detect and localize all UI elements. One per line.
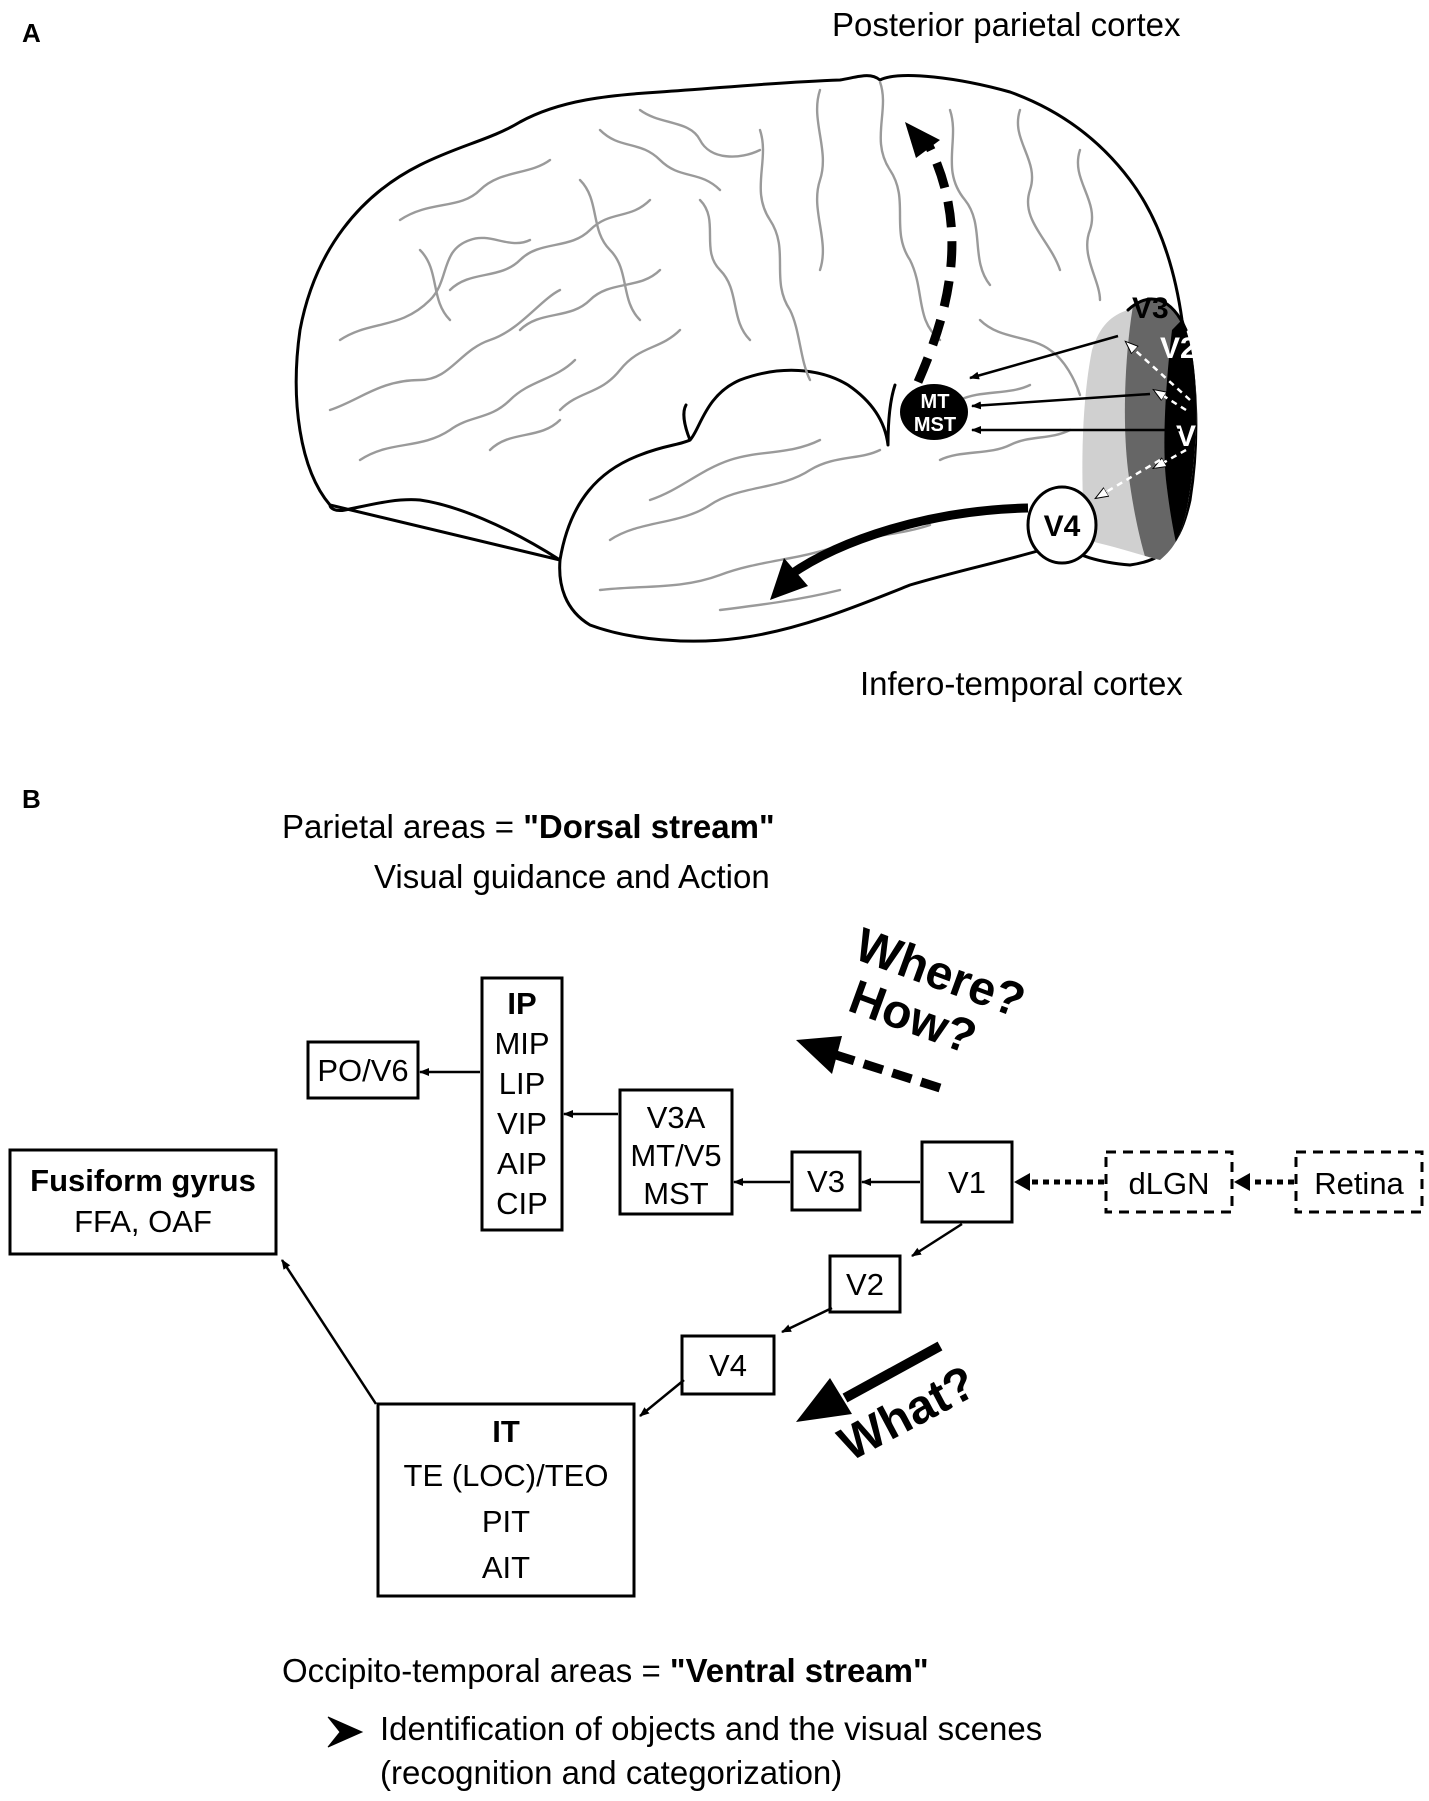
dorsal-stream-arrowhead xyxy=(905,122,940,158)
box-v2-label: V2 xyxy=(846,1267,884,1302)
box-v2 xyxy=(828,1254,902,1314)
box-retina-label: Retina xyxy=(1314,1166,1404,1201)
area-v2-label: V2 xyxy=(1160,332,1197,365)
area-mt-mst-blob xyxy=(900,384,968,440)
box-mst-label: MST xyxy=(643,1176,709,1211)
area-v4-oval xyxy=(1026,485,1098,565)
box-mip-label: MIP xyxy=(494,1026,549,1061)
infero-temporal-label: Infero-temporal cortex xyxy=(860,665,1183,702)
arrow-v1-to-v2 xyxy=(911,1222,963,1258)
arrow-it-to-fusiform xyxy=(280,1259,378,1405)
ventral-stream-title: Occipito-temporal areas = "Ventral strea… xyxy=(282,1652,929,1689)
gyri-pattern xyxy=(328,80,1102,612)
bullet-arrow-icon xyxy=(327,1716,364,1748)
box-it xyxy=(376,1402,636,1598)
box-ip xyxy=(480,976,564,1232)
box-dlgn-label: dLGN xyxy=(1129,1166,1210,1201)
where-how-arrow xyxy=(834,1050,942,1093)
box-aip-label: AIP xyxy=(497,1146,547,1181)
dorsal-stream-title: Parietal areas = "Dorsal stream" xyxy=(282,808,775,845)
arrow-retina-to-dlgn-head xyxy=(1234,1173,1250,1191)
box-po-v6-label: PO/V6 xyxy=(317,1053,408,1088)
box-ait-label: AIT xyxy=(482,1550,530,1585)
ventral-title-bold: "Ventral stream" xyxy=(670,1652,929,1689)
area-v1-label: V1 xyxy=(1176,420,1213,453)
box-fusiform-title: Fusiform gyrus xyxy=(30,1163,256,1198)
panel-a-letter: A xyxy=(22,18,41,48)
box-fusiform xyxy=(8,1148,278,1256)
box-te-label: TE (LOC)/TEO xyxy=(404,1458,609,1493)
sylvian-fissure xyxy=(558,368,897,562)
area-mst-label: MST xyxy=(914,414,956,436)
ventral-bullet-line-2: (recognition and categorization) xyxy=(380,1754,842,1791)
dorsal-title-bold: "Dorsal stream" xyxy=(523,808,774,845)
brain-outline xyxy=(294,74,1198,643)
box-ip-title: IP xyxy=(507,986,536,1021)
area-mt-label: MT xyxy=(921,391,950,413)
where-how-arrowhead xyxy=(796,1036,842,1074)
what-arrowhead xyxy=(796,1378,852,1422)
arrow-v2-to-mt xyxy=(971,392,1151,410)
area-v3-label: V3 xyxy=(1132,292,1169,325)
panel-b: B Parietal areas = "Dorsal stream" Visua… xyxy=(8,784,1424,1791)
box-it-title: IT xyxy=(492,1414,520,1449)
ventral-stream-arrowhead xyxy=(770,558,808,600)
what-question: What? xyxy=(830,1356,984,1472)
area-v1-fill xyxy=(1164,299,1197,560)
box-po-v6 xyxy=(306,1040,420,1100)
arrow-dlgn-to-v1-head xyxy=(1014,1173,1030,1191)
box-v1 xyxy=(920,1140,1014,1224)
box-retina xyxy=(1294,1150,1424,1214)
panel-a: A Posterior parietal cortex Infero-tempo… xyxy=(22,6,1213,702)
box-fusiform-sub: FFA, OAF xyxy=(74,1204,212,1239)
arrow-v4-to-it xyxy=(639,1379,685,1417)
box-pit-label: PIT xyxy=(482,1504,530,1539)
box-dlgn xyxy=(1104,1150,1234,1214)
arrow-v3-to-mt xyxy=(969,334,1119,380)
ventral-bullet-line-1: Identification of objects and the visual… xyxy=(380,1710,1042,1747)
occipital-pole-top xyxy=(1126,297,1188,332)
lateral-sulcus-tip xyxy=(682,403,692,442)
arrow-v2-to-v3-lower xyxy=(1096,458,1161,498)
dorsal-stream-subtitle: Visual guidance and Action xyxy=(374,858,770,895)
posterior-parietal-label: Posterior parietal cortex xyxy=(832,6,1181,43)
box-mt-v5-label: MT/V5 xyxy=(630,1138,721,1173)
box-v3a-label: V3A xyxy=(647,1100,706,1135)
dorsal-title-prefix: Parietal areas = xyxy=(282,808,523,845)
arrow-v2-to-v4 xyxy=(781,1306,833,1334)
area-v4-label: V4 xyxy=(1044,510,1081,543)
ventral-title-prefix: Occipito-temporal areas = xyxy=(282,1652,670,1689)
dorsal-stream-arrow xyxy=(913,135,957,384)
box-vip-label: VIP xyxy=(497,1106,547,1141)
ventral-stream-arrow xyxy=(787,503,1029,579)
box-v4 xyxy=(680,1334,776,1396)
box-lip-label: LIP xyxy=(499,1066,546,1101)
panel-b-letter: B xyxy=(22,784,41,814)
box-cip-label: CIP xyxy=(496,1186,548,1221)
box-v3 xyxy=(790,1150,862,1212)
box-v3-label: V3 xyxy=(807,1164,845,1199)
box-v3a-mt-mst xyxy=(618,1088,734,1216)
box-v4-label: V4 xyxy=(709,1348,747,1383)
arrow-v1-to-v3-upper xyxy=(1126,342,1191,401)
box-v1-label: V1 xyxy=(948,1165,986,1200)
what-arrow xyxy=(842,1341,943,1403)
